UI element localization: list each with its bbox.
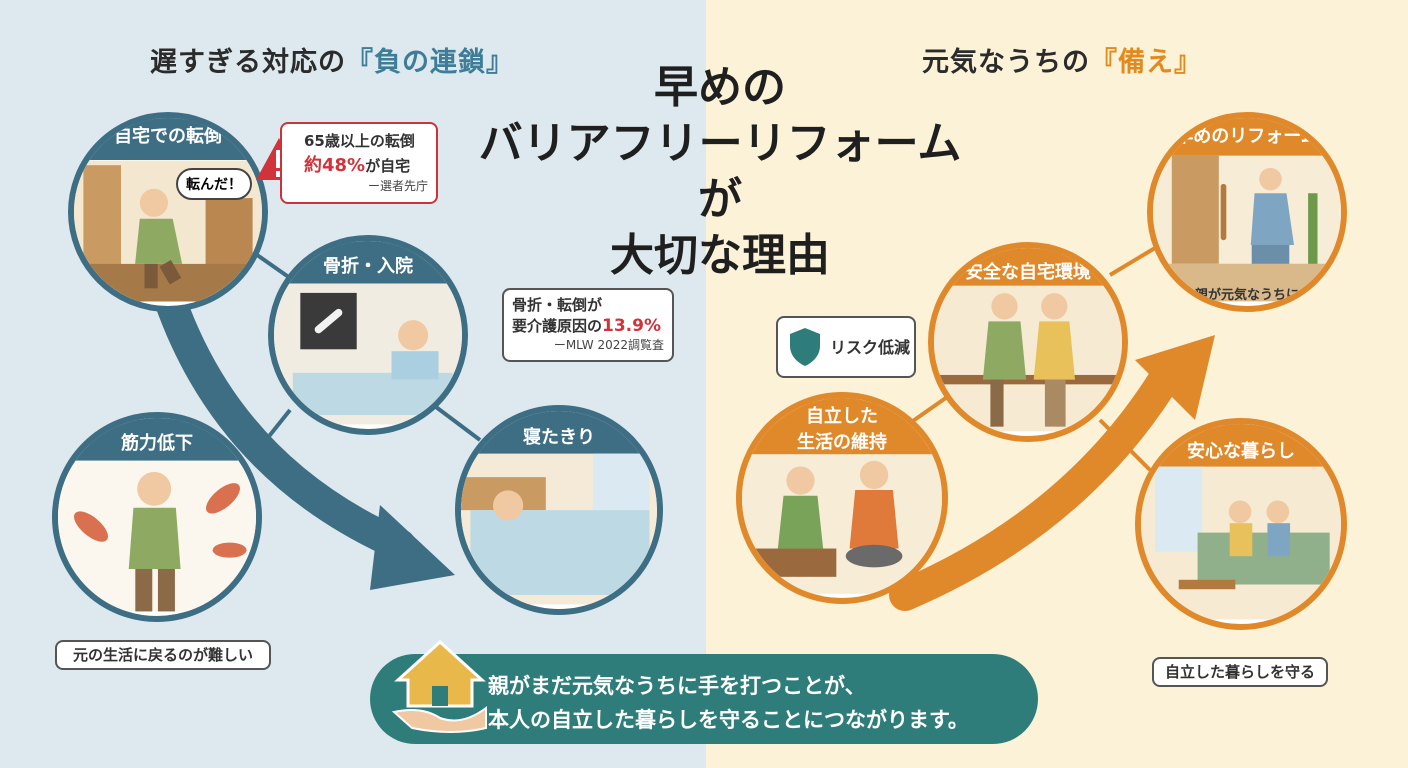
house-in-hand-icon xyxy=(392,639,487,733)
badge-hard-to-recover: 元の生活に戻るのが難しい xyxy=(55,640,271,670)
right-title: 元気なうちの『備え』 xyxy=(922,40,1202,79)
hospital-illustration xyxy=(274,283,462,425)
main-title-line-1: 早めの xyxy=(654,62,786,113)
callout-care-line-2: 要介護原因の xyxy=(512,317,603,335)
main-title-line-2: バリアフリーリフォームが xyxy=(478,118,962,225)
main-title-line-3: 大切な理由 xyxy=(610,230,830,281)
circle-caption: 自宅での転倒 xyxy=(74,118,262,160)
left-title-highlight: 『負の連鎖』 xyxy=(346,47,514,78)
muscle-illustration xyxy=(58,460,256,612)
circle-caption-line-2: 生活の維持 xyxy=(797,432,887,453)
circle-caption: 筋力低下 xyxy=(58,418,256,466)
early-reform-subtext: 親が元気なうちに xyxy=(1194,288,1299,303)
risk-reduction-label: リスク低減 xyxy=(830,338,911,357)
circle-bedridden: 寝たきり xyxy=(455,405,663,615)
shield-icon xyxy=(790,328,820,366)
callout-care-stat: 骨折・転倒が 要介護原因の13.9% ーMLW 2022調覧査 xyxy=(502,288,674,362)
circle-safe-home: 安全な自宅環境 xyxy=(928,242,1128,442)
circle-caption: 早めのリフォーム xyxy=(1153,118,1341,158)
callout-care-source: ーMLW 2022調覧査 xyxy=(553,338,664,352)
safe-home-illustration xyxy=(934,285,1122,432)
left-title: 遅すぎる対応の『負の連鎖』 xyxy=(150,40,514,79)
living-room-illustration xyxy=(1141,466,1341,620)
callout-fall-line-1: 65歳以上の転倒 xyxy=(304,132,415,150)
banner-line-1: 親がまだ元気なうちに手を打つことが、 xyxy=(488,674,866,698)
cooking-illustration xyxy=(742,454,942,594)
circle-caption-line-1: 自立した xyxy=(806,406,878,427)
reform-illustration xyxy=(1153,155,1341,302)
right-title-highlight: 『備え』 xyxy=(1090,47,1202,78)
callout-care-line-1: 骨折・転倒が xyxy=(512,296,603,314)
banner-line-2: 本人の自立した暮らしを守ることにつながります。 xyxy=(488,708,969,732)
callout-fall-percent: 約48% xyxy=(304,155,366,176)
circle-caption: 自立した 生活の維持 xyxy=(742,398,942,462)
circle-peaceful-living: 安心な暮らし xyxy=(1135,418,1347,630)
risk-reduction-callout: リスク低減 xyxy=(776,316,916,378)
circle-early-reform: 早めのリフォーム 親が元気なうちに xyxy=(1147,112,1347,312)
callout-care-percent: 13.9% xyxy=(602,316,661,336)
circle-muscle-weakness: 筋力低下 xyxy=(52,412,262,622)
right-title-prefix: 元気なうちの xyxy=(922,47,1090,78)
circle-caption: 骨折・入院 xyxy=(274,241,462,289)
circle-caption: 寝たきり xyxy=(461,411,657,461)
circle-independent-living: 自立した 生活の維持 xyxy=(736,392,948,604)
speech-bubble: 転んだ！ xyxy=(176,168,252,200)
main-title: 早めの バリアフリーリフォームが 大切な理由 xyxy=(470,60,970,284)
left-title-prefix: 遅すぎる対応の xyxy=(150,47,346,78)
circle-caption: 安心な暮らし xyxy=(1141,424,1341,474)
circle-home-fall: 自宅での転倒 転んだ！ xyxy=(68,112,268,312)
fall-illustration xyxy=(74,160,262,302)
circle-fracture-hospital: 骨折・入院 xyxy=(268,235,468,435)
callout-fall-stat: 65歳以上の転倒 約48%が自宅 ー選者先庁 xyxy=(280,122,438,204)
callout-fall-line-2: が自宅 xyxy=(365,157,411,175)
callout-fall-source: ー選者先庁 xyxy=(367,179,428,193)
bottom-message-banner: 親がまだ元気なうちに手を打つことが、 本人の自立した暮らしを守ることにつながりま… xyxy=(370,654,1038,744)
badge-protect-independence: 自立した暮らしを守る xyxy=(1152,657,1328,687)
bedridden-illustration xyxy=(461,453,657,605)
